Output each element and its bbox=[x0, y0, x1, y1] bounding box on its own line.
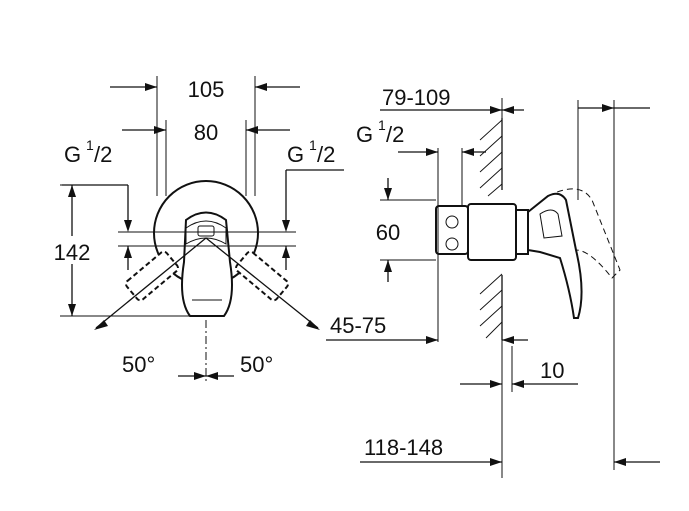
svg-text:1: 1 bbox=[309, 137, 317, 153]
dim-height-side-label: 60 bbox=[376, 220, 400, 245]
dim-depth-top-label: 79-109 bbox=[382, 85, 451, 110]
svg-text:1: 1 bbox=[378, 117, 386, 133]
dim-depth-bottom-label: 118-148 bbox=[364, 435, 443, 460]
svg-text:1: 1 bbox=[86, 137, 94, 153]
dim-width-outer-label: 105 bbox=[188, 77, 225, 102]
svg-text:G: G bbox=[287, 142, 304, 167]
concealed-body bbox=[435, 205, 469, 255]
angle-right-label: 50° bbox=[240, 352, 273, 377]
svg-text:/2: /2 bbox=[94, 142, 112, 167]
thread-label-left: G 1 /2 bbox=[64, 137, 112, 167]
svg-text:/2: /2 bbox=[317, 142, 335, 167]
svg-text:/2: /2 bbox=[386, 122, 404, 147]
wall bbox=[479, 118, 503, 340]
thread-label-side: G 1 /2 bbox=[356, 117, 404, 147]
left-rotated-body bbox=[125, 250, 179, 302]
lever-handle bbox=[181, 211, 233, 317]
svg-text:G: G bbox=[356, 122, 373, 147]
dim-depth-mid-label: 45-75 bbox=[330, 313, 386, 338]
thread-label-right: G 1 /2 bbox=[287, 137, 335, 167]
front-view: 105 80 G 1 /2 G 1 /2 bbox=[44, 76, 344, 382]
dim-height-label: 142 bbox=[54, 240, 91, 265]
angle-left-label: 50° bbox=[122, 352, 155, 377]
right-rotated-body bbox=[235, 250, 289, 302]
svg-text:G: G bbox=[64, 142, 81, 167]
dim-width-inner-label: 80 bbox=[194, 120, 218, 145]
side-lever bbox=[527, 192, 583, 319]
dim-offset-label: 10 bbox=[540, 358, 564, 383]
side-view: 79-109 G 1 /2 60 45-75 bbox=[326, 85, 660, 478]
